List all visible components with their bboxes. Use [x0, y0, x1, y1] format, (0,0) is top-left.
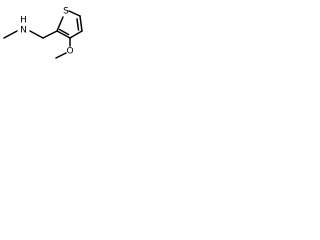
oxygen-atom-label: O — [66, 47, 73, 57]
molecule-drawing: S H N O — [3, 7, 83, 59]
bond-c3-c2-double — [58, 28, 70, 36]
nitrogen-atom-label: N — [20, 26, 27, 36]
chemical-structure-canvas: S H N O — [0, 0, 98, 62]
bond-oxygen-methyl — [55, 52, 67, 59]
bond-c5-c4 — [79, 15, 83, 32]
nitrogen-hydrogen-label: H — [20, 16, 27, 26]
bond-c2-s1 — [56, 16, 64, 32]
bond-methyl-nitrogen — [3, 30, 18, 39]
bond-methylene-ring — [42, 30, 58, 39]
bond-nitrogen-methylene — [29, 30, 44, 39]
bond-c4-c3 — [69, 30, 83, 39]
sulfur-atom-label: S — [63, 7, 69, 17]
bond-c5-c4-double — [76, 18, 80, 31]
bond-s1-c5 — [68, 10, 81, 17]
bond-c3-c2 — [56, 30, 71, 39]
